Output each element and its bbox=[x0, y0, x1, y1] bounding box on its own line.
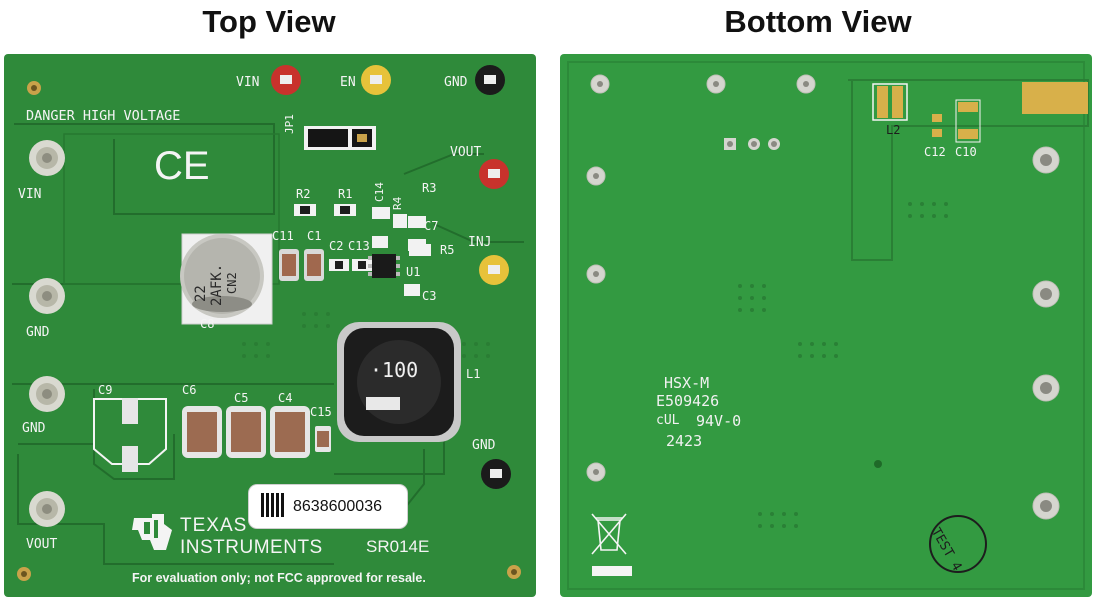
mounting-hole bbox=[27, 81, 41, 95]
refdes-c13: C13 bbox=[348, 239, 370, 253]
ul-recognition-mark: cUL bbox=[656, 413, 680, 428]
capacitor-c6 bbox=[182, 406, 222, 458]
ul-file-number: E509426 bbox=[656, 392, 720, 410]
refdes-r4: R4 bbox=[391, 196, 404, 210]
serial-number: 8638600036 bbox=[293, 498, 382, 515]
top-board-artwork bbox=[12, 65, 524, 581]
refdes-r1: R1 bbox=[338, 187, 353, 201]
inductor-marking: ·100 bbox=[370, 358, 419, 382]
refdes-c14: C14 bbox=[373, 182, 386, 202]
test-point-vin[interactable] bbox=[271, 65, 301, 95]
refdes-r2: R2 bbox=[296, 187, 311, 201]
refdes-r3: R3 bbox=[422, 181, 437, 195]
ti-logo-icon bbox=[132, 514, 172, 550]
refdes-c8: C8 bbox=[200, 317, 215, 331]
jumper-jp1[interactable] bbox=[304, 126, 376, 150]
test-point-label-vout: VOUT bbox=[450, 145, 482, 160]
danger-warning-label: DANGER HIGH VOLTAGE bbox=[26, 108, 181, 124]
refdes-l1: L1 bbox=[466, 367, 481, 381]
terminal-label-vin: VIN bbox=[18, 187, 42, 202]
capacitor-c10-pads bbox=[955, 99, 981, 143]
terminal-gnd-2[interactable] bbox=[29, 376, 65, 412]
refdes-c5: C5 bbox=[234, 391, 249, 405]
capacitor-c15 bbox=[315, 426, 331, 452]
refdes-c3: C3 bbox=[422, 289, 437, 303]
refdes-c10: C10 bbox=[955, 145, 977, 159]
refdes-c7: C7 bbox=[424, 219, 439, 233]
datamatrix-barcode bbox=[261, 493, 285, 517]
inductor-l2-pads bbox=[872, 83, 908, 121]
capacitor-c1 bbox=[304, 249, 324, 281]
weee-bar bbox=[592, 566, 632, 576]
refdes-c2: C2 bbox=[329, 239, 344, 253]
bottom-board-artwork bbox=[567, 61, 1089, 590]
bottom-board: L2 C12 C10 HSX-M E509426 cUL 94V-0 2423 … bbox=[560, 54, 1092, 597]
terminal-vout[interactable] bbox=[29, 491, 65, 527]
terminal-label-gnd-2: GND bbox=[22, 421, 46, 436]
test-label-circle bbox=[929, 515, 987, 573]
jumper-holes bbox=[724, 138, 780, 150]
capacitor-c11 bbox=[279, 249, 299, 281]
refdes-c12: C12 bbox=[924, 145, 946, 159]
test-point-vout[interactable] bbox=[479, 159, 509, 189]
terminal-label-gnd-1: GND bbox=[26, 325, 50, 340]
test-point-label-gnd-top: GND bbox=[444, 75, 468, 90]
test-point-en[interactable] bbox=[361, 65, 391, 95]
electrolytic-capacitor-c8 bbox=[180, 233, 273, 325]
test-point-inj[interactable] bbox=[479, 255, 509, 285]
test-point-label-vin: VIN bbox=[236, 75, 260, 90]
cap-marking-code: CN2 bbox=[225, 272, 239, 294]
refdes-r5: R5 bbox=[440, 243, 455, 257]
date-code: 2423 bbox=[666, 432, 703, 450]
terminal-gnd-1[interactable] bbox=[29, 278, 65, 314]
terminal-vin[interactable] bbox=[29, 140, 65, 176]
test-point-label-gnd-right: GND bbox=[472, 438, 496, 453]
board-part-code: SR014E bbox=[366, 537, 430, 556]
refdes-c6: C6 bbox=[182, 383, 197, 397]
gold-pad bbox=[1022, 82, 1088, 114]
cap-marking-lot: 2AFK. bbox=[209, 263, 225, 306]
manufacturer-code: HSX-M bbox=[664, 374, 710, 392]
refdes-l2: L2 bbox=[886, 123, 901, 137]
test-point-label-inj: INJ bbox=[468, 235, 492, 250]
mounting-hole bbox=[507, 565, 521, 579]
weee-bin-icon bbox=[591, 513, 627, 555]
capacitor-c9-footprint bbox=[93, 398, 167, 472]
capacitor-c5 bbox=[226, 406, 266, 458]
capacitor-c12-pads bbox=[932, 114, 942, 137]
refdes-c11: C11 bbox=[272, 229, 294, 243]
test-point-gnd-right[interactable] bbox=[481, 459, 511, 489]
ic-u1 bbox=[368, 254, 400, 278]
ti-logo-line2: INSTRUMENTS bbox=[180, 537, 323, 558]
bottom-view-title: Bottom View bbox=[724, 4, 912, 39]
terminal-label-vout: VOUT bbox=[26, 537, 58, 552]
inductor-l1 bbox=[337, 322, 461, 442]
refdes-u1: U1 bbox=[406, 265, 421, 279]
fcc-disclaimer: For evaluation only; not FCC approved fo… bbox=[132, 571, 426, 585]
refdes-jp1: JP1 bbox=[283, 114, 296, 134]
flammability-rating: 94V-0 bbox=[696, 412, 742, 430]
capacitor-c4 bbox=[270, 406, 310, 458]
top-board: DANGER HIGH VOLTAGE CE VIN EN GND VOUT I… bbox=[4, 54, 536, 597]
ti-logo-line1: TEXAS bbox=[180, 515, 248, 536]
refdes-c1: C1 bbox=[307, 229, 322, 243]
serial-number-sticker: 8638600036 bbox=[249, 485, 407, 528]
mounting-hole bbox=[17, 567, 31, 581]
test-point-label-en: EN bbox=[340, 75, 356, 90]
refdes-c4: C4 bbox=[278, 391, 293, 405]
cap-marking-value: 22 bbox=[193, 285, 209, 302]
refdes-c9: C9 bbox=[98, 383, 113, 397]
top-view-title: Top View bbox=[202, 4, 336, 39]
test-point-gnd-top[interactable] bbox=[475, 65, 505, 95]
refdes-c15: C15 bbox=[310, 405, 332, 419]
ce-mark: CE bbox=[154, 144, 210, 188]
